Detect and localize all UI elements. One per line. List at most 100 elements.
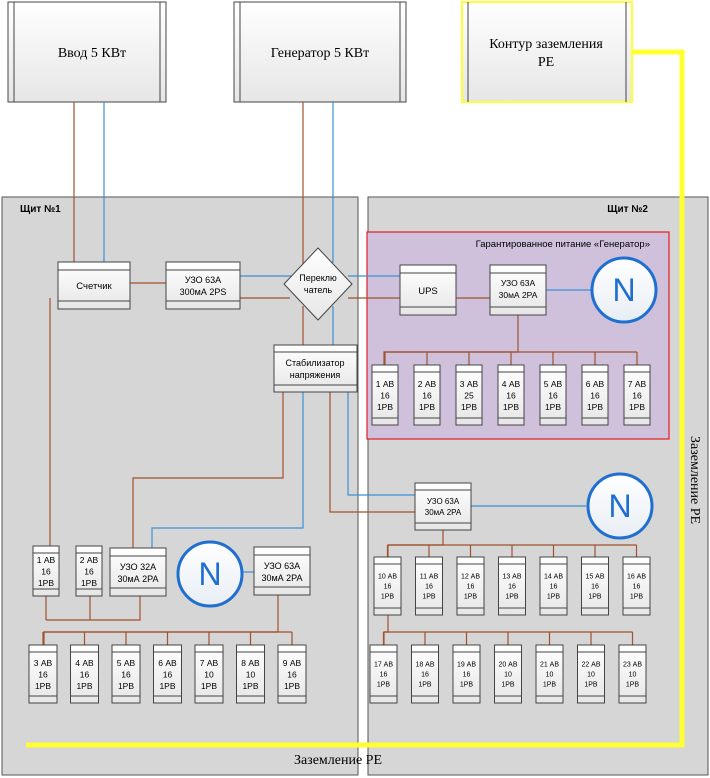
rcd-generator-label-1: УЗО 63А xyxy=(501,278,536,288)
generator-breaker-label: 16 xyxy=(422,390,432,400)
rcd-main-box xyxy=(165,261,241,310)
panel2-bottom-breaker-label: 22 АВ xyxy=(581,662,600,669)
rcd-main-label-1: УЗО 63А xyxy=(185,275,221,285)
transfer-switch-label-2: чатель xyxy=(304,285,332,295)
panel1-breaker-label: 16 xyxy=(121,669,131,679)
generator-breaker-label: 1PB xyxy=(461,402,477,412)
rcd-generator-label-2: 30мА 2PA xyxy=(499,290,538,300)
panel2-mid-breaker-label: 16 xyxy=(633,584,641,591)
panel2-bottom-breaker-label: 1PB xyxy=(460,682,474,689)
panel1-breaker-label: 4 АВ xyxy=(75,658,94,668)
generator-breaker-box xyxy=(455,364,483,426)
generator-breaker-label: 7 АВ xyxy=(628,379,647,389)
panel2-bottom-breaker-label: 16 xyxy=(463,672,471,679)
panel2-mid-breaker-label: 1PB xyxy=(422,594,436,601)
panel1-top-breaker-label: 16 xyxy=(84,566,94,576)
panel2-bottom-breaker-label: 16 xyxy=(421,672,429,679)
panel1-breaker-label: 7 АВ xyxy=(200,658,219,668)
panel2-mid-breaker-box xyxy=(622,556,651,616)
neutral-label-panel1: N xyxy=(198,556,221,592)
rcd-63-panel1-label-1: УЗО 63А xyxy=(264,561,300,571)
panel2-mid-breaker-label: 16 xyxy=(508,584,516,591)
rcd-panel2-label-2: 30мА 2PA xyxy=(425,508,462,517)
panel2-mid-breaker-label: 1PB xyxy=(464,594,478,601)
panel2-bottom-breaker-box xyxy=(577,644,605,704)
busbars xyxy=(42,351,638,645)
stabilizer-label-1: Стабилизатор xyxy=(286,358,345,368)
panel2-mid-breaker-label: 15 АВ xyxy=(585,574,604,581)
panel2-bottom-breaker-label: 1PB xyxy=(543,682,557,689)
panel1-top-breaker-label: 16 xyxy=(41,566,51,576)
panel2-mid-breaker-label: 1PB xyxy=(630,594,644,601)
generator-breaker-label: 3 АВ xyxy=(460,379,479,389)
panel1-breaker-label: 9 АВ xyxy=(283,658,302,668)
generator-breaker-box xyxy=(413,364,441,426)
generator-breaker-label: 1PB xyxy=(545,402,561,412)
input-source-label: Ввод 5 КВт xyxy=(58,46,126,61)
panel1-breaker-label: 1PB xyxy=(118,681,134,691)
panel2-bottom-breaker-label: 1PB xyxy=(418,682,432,689)
panel1-breaker-box xyxy=(28,644,58,704)
generator-breaker-label: 1 АВ xyxy=(376,379,395,389)
panel2-mid-breaker-box xyxy=(373,556,402,616)
generator-breaker-label: 1PB xyxy=(587,402,603,412)
panel1-breaker-box xyxy=(194,644,224,704)
ground-wire xyxy=(26,49,685,748)
meter-label: Счетчик xyxy=(76,281,112,292)
panel2-bottom-breaker-box xyxy=(452,644,481,704)
generator-source-box xyxy=(233,1,407,103)
panel2-bottom-breaker-label: 18 АВ xyxy=(415,662,434,669)
transfer-switch-label-1: Переклю xyxy=(299,273,337,283)
neutral-circle-panel2 xyxy=(586,472,654,540)
panel1-breaker-label: 1PB xyxy=(201,681,217,691)
rcd-63-panel1-label-2: 30мА 2PA xyxy=(261,573,302,583)
panel2-bottom-breaker: 18 АВ 16 1PB xyxy=(411,644,439,704)
panel1-breaker-label: 1PB xyxy=(76,681,92,691)
panel2-mid-breaker-label: 16 xyxy=(384,584,392,591)
transfer-switch xyxy=(283,247,353,321)
generator-breaker-label: 2 АВ xyxy=(418,379,437,389)
panel2-bottom-breaker-label: 1PB xyxy=(626,682,640,689)
panel2-mid-breaker-label: 16 АВ xyxy=(627,574,646,581)
panel1-breaker-label: 8 АВ xyxy=(241,658,260,668)
panel2-mid-breaker-label: 16 xyxy=(425,584,433,591)
panel1-breaker-box xyxy=(70,644,99,704)
panel1-breaker-label: 10 xyxy=(246,669,256,679)
panel2-mid-breaker-box xyxy=(456,556,485,616)
panel1-breaker-label: 16 xyxy=(287,669,297,679)
panel2-bottom-breaker-label: 1PB xyxy=(501,682,515,689)
panel2-mid-breaker-box xyxy=(539,556,568,616)
panel2-mid-breaker-label: 14 АВ xyxy=(544,574,563,581)
generator-breaker-box xyxy=(539,364,567,426)
panel1-breaker-label: 1PB xyxy=(35,681,51,691)
rcd-panel2-box xyxy=(414,482,472,531)
generator-breaker-box xyxy=(371,364,399,426)
generator-breaker-label: 16 xyxy=(590,390,600,400)
panel1-breaker-box xyxy=(236,644,265,704)
stabilizer-label-2: напряжения xyxy=(290,370,341,380)
panel1-breaker-label: 16 xyxy=(38,669,48,679)
generator-source-label: Генератор 5 КВт xyxy=(271,46,370,61)
panel1-breaker-label: 5 АВ xyxy=(117,658,136,668)
panel1-top-breaker-label: 1PB xyxy=(81,578,97,588)
